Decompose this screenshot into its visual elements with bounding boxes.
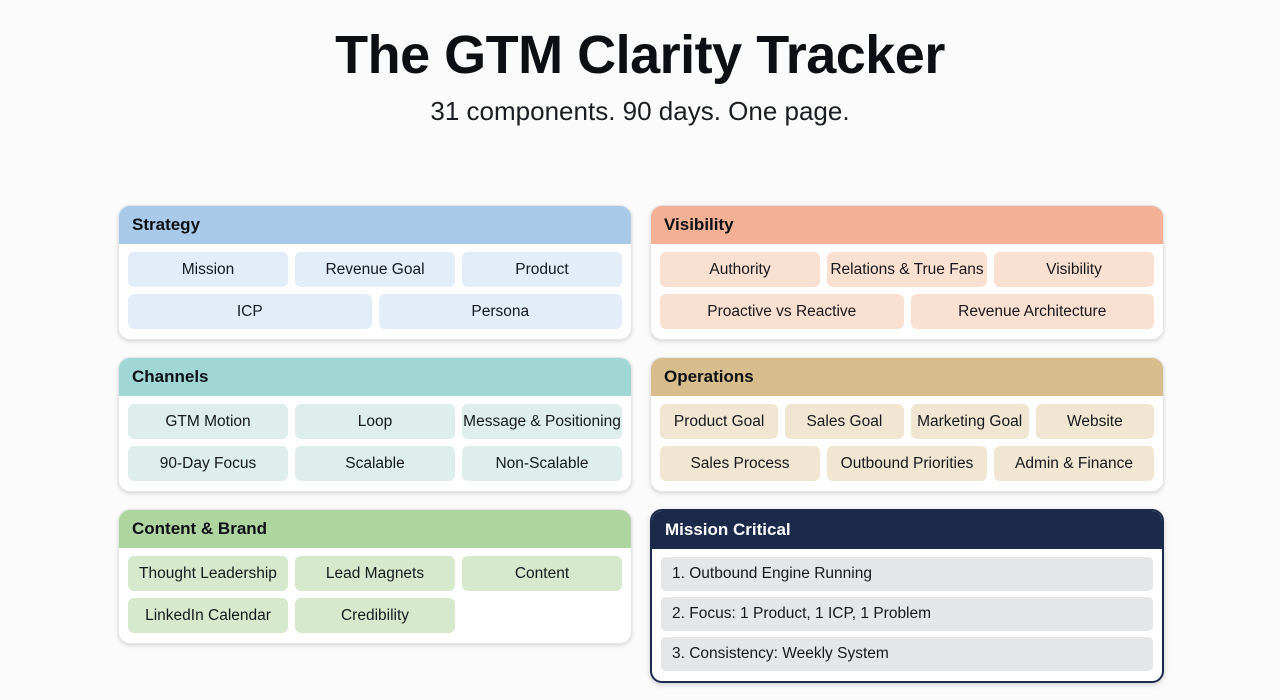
card-strategy-title: Strategy bbox=[132, 215, 201, 234]
chip-item[interactable]: Visibility bbox=[994, 252, 1154, 287]
list-item[interactable]: 2. Focus: 1 Product, 1 ICP, 1 Problem bbox=[661, 597, 1153, 631]
chip-item[interactable]: Thought Leadership bbox=[128, 556, 288, 591]
card-content-brand[interactable]: Content & Brand Thought Leadership Lead … bbox=[118, 509, 632, 644]
chip-item[interactable]: Proactive vs Reactive bbox=[660, 294, 904, 329]
chip-item[interactable]: Loop bbox=[295, 404, 455, 439]
chip-row: GTM Motion Loop Message & Positioning bbox=[128, 404, 622, 439]
chip-item[interactable]: Authority bbox=[660, 252, 820, 287]
card-strategy-header: Strategy bbox=[119, 206, 631, 244]
card-operations-title: Operations bbox=[664, 367, 754, 386]
chip-item[interactable]: Sales Goal bbox=[785, 404, 904, 439]
card-channels-title: Channels bbox=[132, 367, 209, 386]
chip-placeholder bbox=[462, 598, 622, 633]
card-channels-body: GTM Motion Loop Message & Positioning 90… bbox=[119, 396, 631, 491]
tracker-board: Strategy Mission Revenue Goal Product IC… bbox=[118, 205, 1164, 683]
page-title: The GTM Clarity Tracker bbox=[335, 25, 945, 85]
chip-item[interactable]: Non-Scalable bbox=[462, 446, 622, 481]
chip-item[interactable]: LinkedIn Calendar bbox=[128, 598, 288, 633]
chip-item[interactable]: Marketing Goal bbox=[910, 404, 1029, 439]
chip-item[interactable]: Message & Positioning bbox=[462, 404, 622, 439]
card-content-brand-title: Content & Brand bbox=[132, 519, 268, 538]
chip-row: Mission Revenue Goal Product bbox=[128, 252, 622, 287]
chip-item[interactable]: ICP bbox=[128, 294, 372, 329]
card-channels[interactable]: Channels GTM Motion Loop Message & Posit… bbox=[118, 357, 632, 492]
card-channels-header: Channels bbox=[119, 358, 631, 396]
chip-row: Proactive vs Reactive Revenue Architectu… bbox=[660, 294, 1154, 329]
card-strategy[interactable]: Strategy Mission Revenue Goal Product IC… bbox=[118, 205, 632, 340]
chip-item[interactable]: Content bbox=[462, 556, 622, 591]
page-subtitle: 31 components. 90 days. One page. bbox=[430, 96, 850, 127]
chip-item[interactable]: Product bbox=[462, 252, 622, 287]
card-visibility-body: Authority Relations & True Fans Visibili… bbox=[651, 244, 1163, 339]
chip-row: Sales Process Outbound Priorities Admin … bbox=[660, 446, 1154, 481]
chip-row: LinkedIn Calendar Credibility bbox=[128, 598, 622, 633]
card-visibility-header: Visibility bbox=[651, 206, 1163, 244]
list-item[interactable]: 1. Outbound Engine Running bbox=[661, 557, 1153, 591]
card-operations-body: Product Goal Sales Goal Marketing Goal W… bbox=[651, 396, 1163, 491]
chip-row: Thought Leadership Lead Magnets Content bbox=[128, 556, 622, 591]
chip-item[interactable]: Credibility bbox=[295, 598, 455, 633]
card-operations-header: Operations bbox=[651, 358, 1163, 396]
chip-item[interactable]: GTM Motion bbox=[128, 404, 288, 439]
card-mission-critical-body: 1. Outbound Engine Running 2. Focus: 1 P… bbox=[652, 549, 1162, 681]
page-header: The GTM Clarity Tracker 31 components. 9… bbox=[0, 0, 1280, 127]
chip-item[interactable]: Lead Magnets bbox=[295, 556, 455, 591]
chip-row: ICP Persona bbox=[128, 294, 622, 329]
chip-item[interactable]: Revenue Architecture bbox=[910, 294, 1154, 329]
chip-item[interactable]: Relations & True Fans bbox=[827, 252, 987, 287]
card-visibility-title: Visibility bbox=[664, 215, 734, 234]
chip-item[interactable]: 90-Day Focus bbox=[128, 446, 288, 481]
card-visibility[interactable]: Visibility Authority Relations & True Fa… bbox=[650, 205, 1164, 340]
card-operations[interactable]: Operations Product Goal Sales Goal Marke… bbox=[650, 357, 1164, 492]
chip-item[interactable]: Outbound Priorities bbox=[827, 446, 987, 481]
card-content-brand-header: Content & Brand bbox=[119, 510, 631, 548]
card-content-brand-body: Thought Leadership Lead Magnets Content … bbox=[119, 548, 631, 643]
chip-item[interactable]: Product Goal bbox=[660, 404, 779, 439]
card-strategy-body: Mission Revenue Goal Product ICP Persona bbox=[119, 244, 631, 339]
chip-row: Product Goal Sales Goal Marketing Goal W… bbox=[660, 404, 1154, 439]
card-mission-critical-title: Mission Critical bbox=[665, 520, 791, 539]
list-item[interactable]: 3. Consistency: Weekly System bbox=[661, 637, 1153, 671]
card-mission-critical-header: Mission Critical bbox=[652, 511, 1162, 549]
chip-item[interactable]: Revenue Goal bbox=[295, 252, 455, 287]
chip-item[interactable]: Admin & Finance bbox=[994, 446, 1154, 481]
chip-item[interactable]: Persona bbox=[378, 294, 622, 329]
chip-item[interactable]: Sales Process bbox=[660, 446, 820, 481]
chip-row: Authority Relations & True Fans Visibili… bbox=[660, 252, 1154, 287]
chip-item[interactable]: Website bbox=[1035, 404, 1154, 439]
card-mission-critical[interactable]: Mission Critical 1. Outbound Engine Runn… bbox=[650, 509, 1164, 683]
chip-item[interactable]: Scalable bbox=[295, 446, 455, 481]
chip-row: 90-Day Focus Scalable Non-Scalable bbox=[128, 446, 622, 481]
chip-item[interactable]: Mission bbox=[128, 252, 288, 287]
